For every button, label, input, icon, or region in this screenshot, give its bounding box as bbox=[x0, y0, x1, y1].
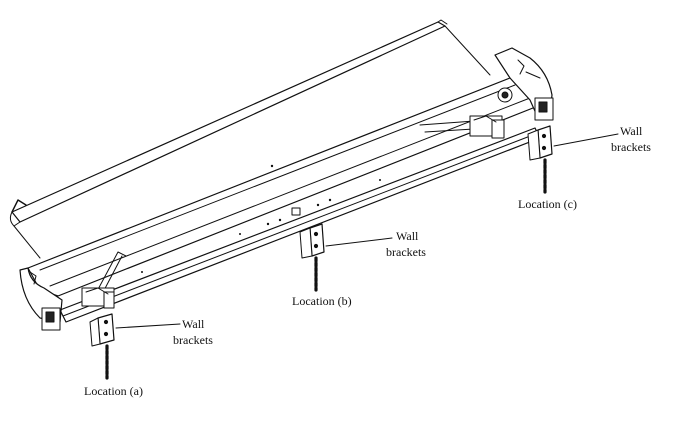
location-label-a: Location (a) bbox=[84, 384, 143, 398]
wall-bracket-c bbox=[527, 125, 553, 161]
front-bar bbox=[27, 77, 539, 297]
leader-line-c bbox=[553, 133, 619, 147]
left-end-cap bbox=[19, 267, 63, 331]
center-clip bbox=[291, 207, 301, 216]
right-end-cap bbox=[494, 47, 554, 121]
wall-brackets-label-a-line1: Wall bbox=[182, 317, 205, 331]
location-label-b: Location (b) bbox=[292, 294, 352, 308]
arm-bracket-left bbox=[81, 287, 115, 309]
leader-line-b bbox=[325, 237, 393, 247]
wall-brackets-label-c-line2: brackets bbox=[611, 140, 651, 154]
wall-brackets-label-c-line1: Wall bbox=[620, 124, 643, 138]
arm-bracket-right bbox=[469, 115, 505, 139]
torsion-bar bbox=[59, 127, 541, 323]
wall-brackets-label-b-line2: brackets bbox=[386, 245, 426, 259]
wall-bracket-a bbox=[89, 313, 115, 347]
wall-brackets-label-a-line2: brackets bbox=[173, 333, 213, 347]
awning-fabric bbox=[9, 19, 491, 259]
location-label-c: Location (c) bbox=[518, 197, 577, 211]
wall-brackets-label-b-line1: Wall bbox=[396, 229, 419, 243]
leader-line-a bbox=[115, 323, 181, 329]
wall-bracket-b bbox=[299, 223, 325, 259]
